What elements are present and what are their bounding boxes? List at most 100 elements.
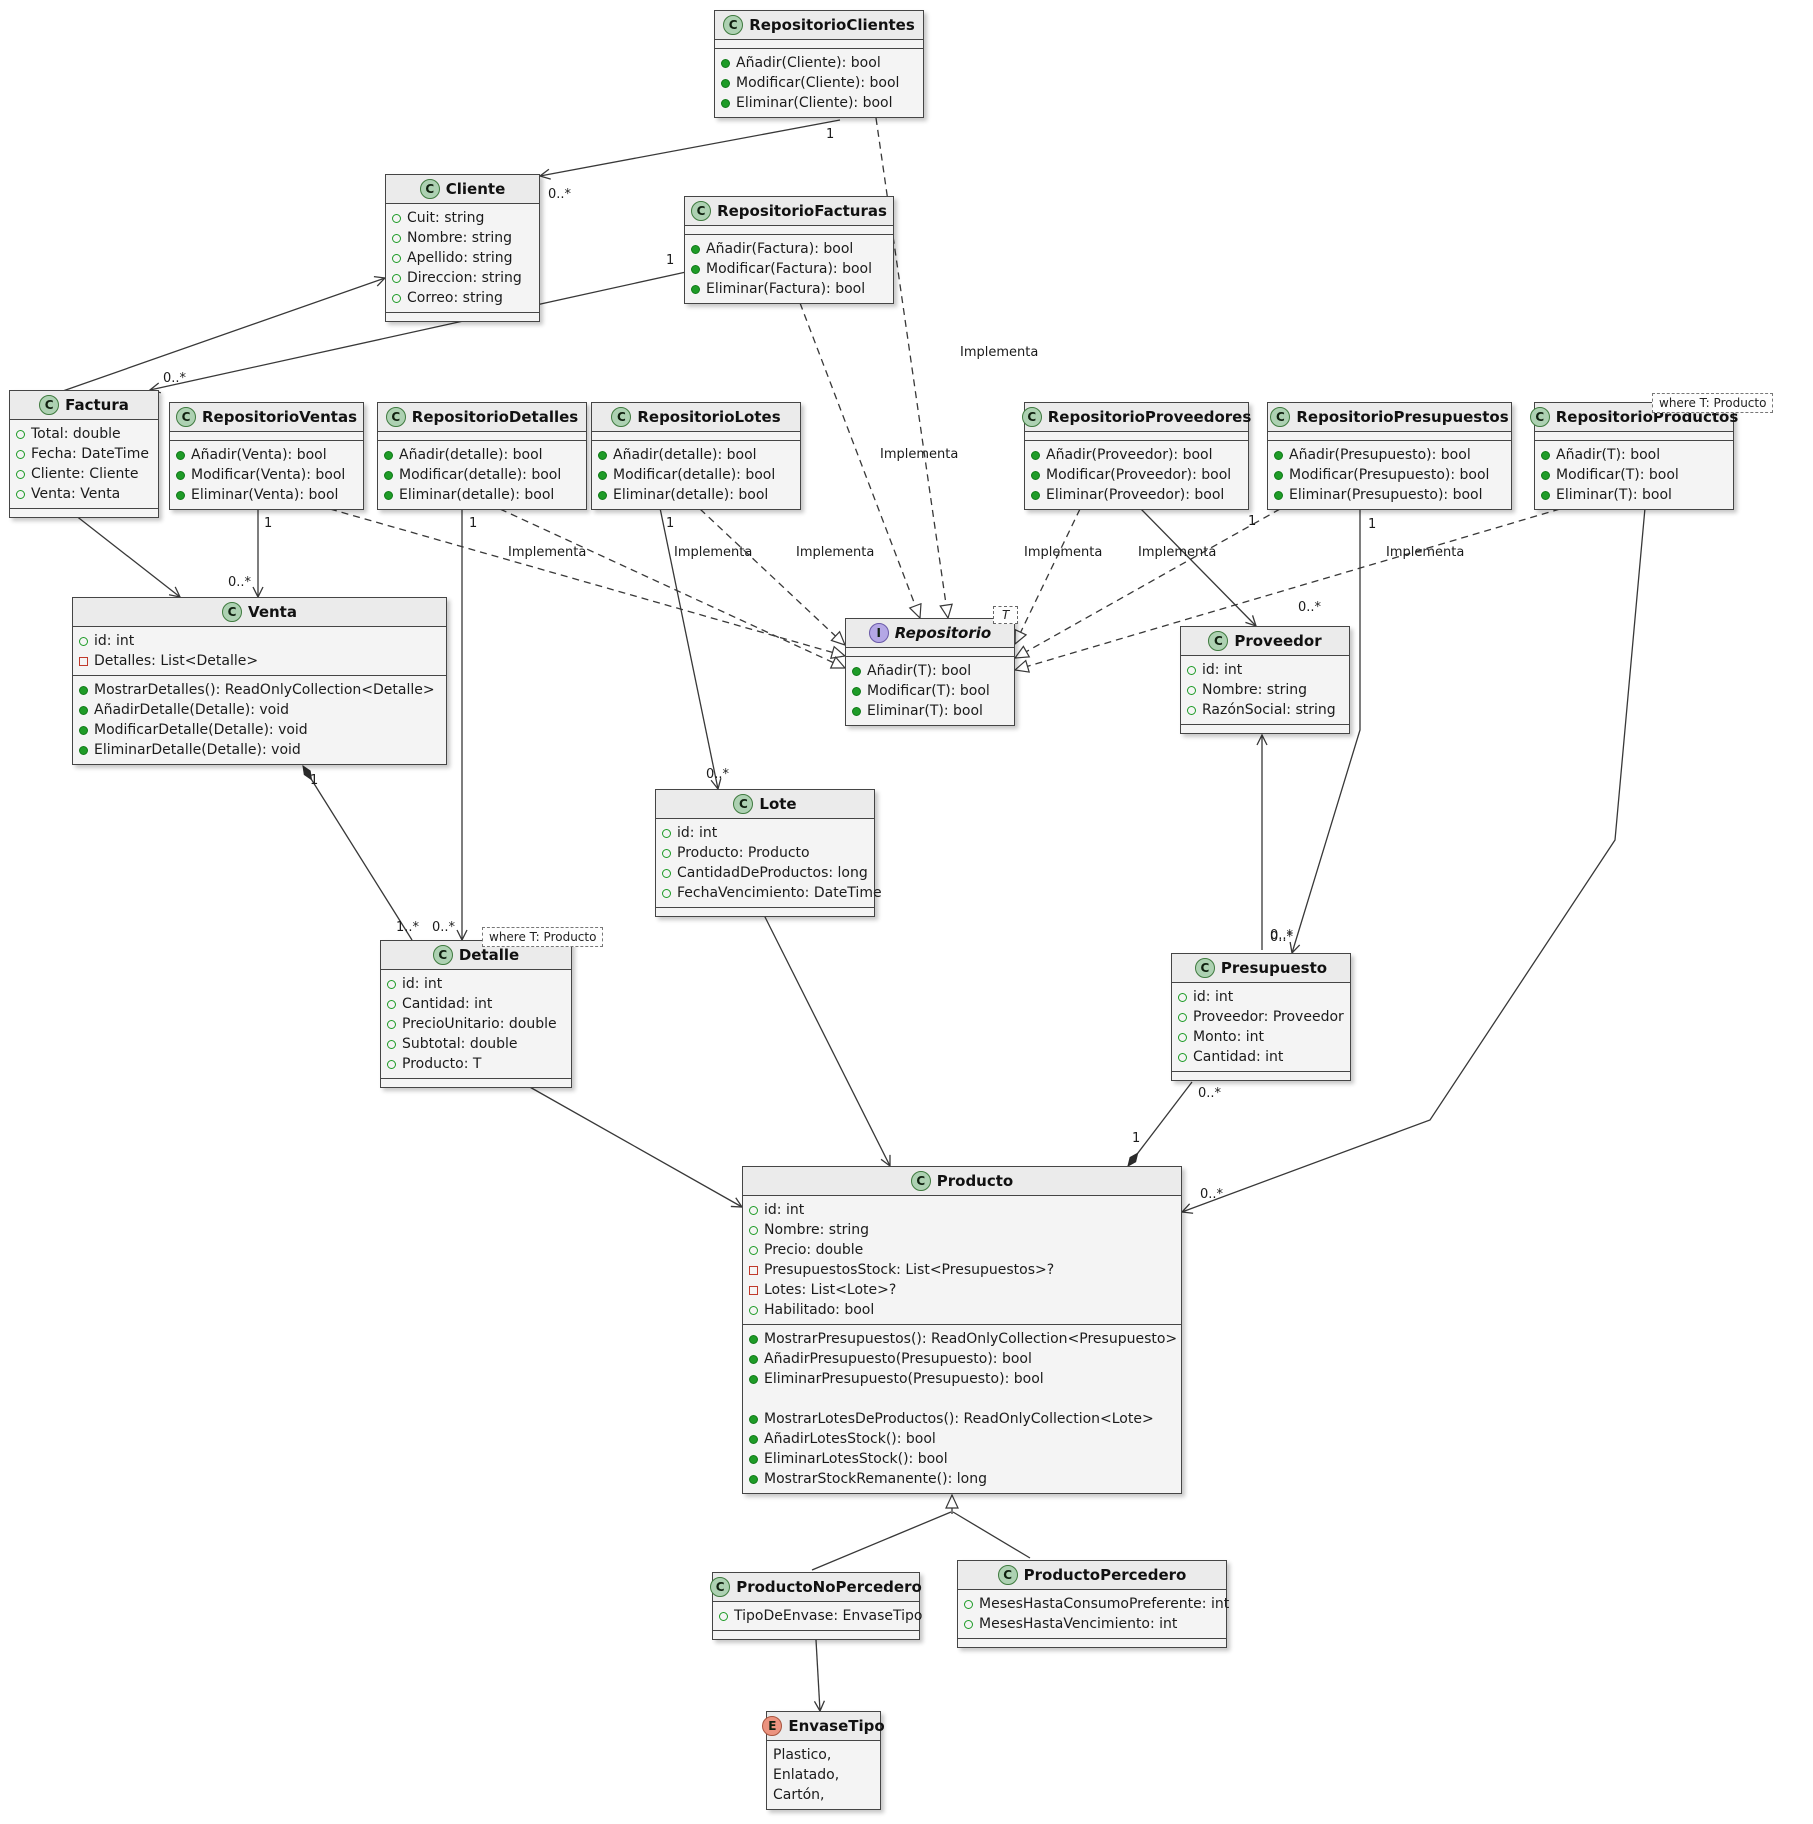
compartment	[715, 40, 923, 48]
member-text: id: int	[764, 1202, 805, 1218]
field-row: RazónSocial: string	[1181, 700, 1349, 720]
compartment	[381, 1078, 571, 1087]
compartment	[1268, 432, 1511, 440]
member-text: Eliminar(Factura): bool	[706, 281, 866, 297]
method-row: Eliminar(Presupuesto): bool	[1268, 485, 1511, 505]
member-text: Modificar(T): bool	[1556, 467, 1679, 483]
public-field-icon	[16, 489, 25, 499]
member-text: Cantidad: int	[402, 996, 493, 1012]
member-text: AñadirDetalle(Detalle): void	[94, 702, 289, 718]
edges	[59, 117, 1646, 1713]
edge-label-implementa-repositoriopresupuestos-0: Implementa	[1138, 545, 1216, 560]
public-method-icon	[176, 450, 185, 460]
field-row: Proveedor: Proveedor	[1172, 1007, 1350, 1027]
compartment	[592, 432, 800, 440]
compartment: TipoDeEnvase: EnvaseTipo	[713, 1602, 923, 1630]
member-text: TipoDeEnvase: EnvaseTipo	[734, 1608, 923, 1624]
edge-label-repositorioproveedores-proveedor-0: 1	[1248, 514, 1256, 529]
private-field-icon	[749, 1285, 758, 1295]
member-text: EliminarLotesStock(): bool	[764, 1451, 948, 1467]
public-field-icon	[662, 888, 671, 898]
method-row: Modificar(Cliente): bool	[715, 73, 923, 93]
member-text: Cuit: string	[407, 210, 485, 226]
class-name: RepositorioDetalles	[411, 408, 579, 426]
member-text: Cliente: Cliente	[31, 466, 139, 482]
field-row: Monto: int	[1172, 1027, 1350, 1047]
method-row: Modificar(Presupuesto): bool	[1268, 465, 1511, 485]
public-method-icon	[384, 450, 393, 460]
compartment	[378, 432, 586, 440]
public-method-icon	[1274, 490, 1283, 500]
edge-label-repositorioproveedores-proveedor-1: 0..*	[1298, 600, 1322, 615]
member-text: id: int	[402, 976, 443, 992]
method-row: Eliminar(Cliente): bool	[715, 93, 923, 113]
method-row: Eliminar(Proveedor): bool	[1025, 485, 1248, 505]
class-stereotype-icon: C	[1270, 407, 1291, 427]
public-method-icon	[721, 98, 730, 108]
public-method-icon	[384, 490, 393, 500]
compartment	[386, 312, 539, 321]
field-row: Cantidad: int	[1172, 1047, 1350, 1067]
method-row: Eliminar(T): bool	[1535, 485, 1733, 505]
member-text: Añadir(Proveedor): bool	[1046, 447, 1213, 463]
field-row: Cantidad: int	[381, 994, 571, 1014]
member-text: PresupuestosStock: List<Presupuestos>?	[764, 1262, 1055, 1278]
public-method-icon	[79, 685, 88, 695]
member-text: Modificar(Proveedor): bool	[1046, 467, 1232, 483]
public-field-icon	[1178, 992, 1187, 1002]
edge-label-repositoriolotes-lote-1: 0..*	[706, 767, 730, 782]
public-method-icon	[1274, 450, 1283, 460]
method-row: MostrarPresupuestos(): ReadOnlyCollectio…	[743, 1329, 1181, 1349]
member-text: Añadir(Factura): bool	[706, 241, 854, 257]
public-field-icon	[392, 253, 401, 263]
field-row: Nombre: string	[743, 1220, 1181, 1240]
member-text: Eliminar(T): bool	[867, 703, 983, 719]
public-method-icon	[176, 470, 185, 480]
private-field-icon	[749, 1265, 758, 1275]
method-row: MostrarLotesDeProductos(): ReadOnlyColle…	[743, 1409, 1181, 1429]
member-text: Apellido: string	[407, 250, 513, 266]
class-name: Repositorio	[894, 624, 992, 642]
edge-herencia-productonopercedero	[811, 1511, 952, 1571]
member-text: Nombre: string	[1202, 682, 1307, 698]
compartment: Plastico,Enlatado,Cartón,	[767, 1741, 880, 1809]
class-name: Lote	[759, 795, 797, 813]
member-text: Modificar(Presupuesto): bool	[1289, 467, 1490, 483]
member-text: id: int	[1193, 989, 1234, 1005]
member-text: Añadir(Venta): bool	[191, 447, 327, 463]
type-constraint-note: where T: Producto	[482, 927, 604, 947]
edge-implementa-repositoriofacturas	[799, 302, 922, 620]
public-field-icon	[749, 1305, 758, 1315]
edge-labels: 10..*10..*10..*11..*10..*10..*10..*0..*1…	[163, 127, 1464, 1202]
method-row: Modificar(T): bool	[846, 681, 1014, 701]
type-constraint-note: where T: Producto	[1652, 393, 1774, 413]
method-row: EliminarDetalle(Detalle): void	[73, 740, 446, 760]
public-method-icon	[852, 666, 861, 676]
compartment	[1535, 432, 1733, 440]
member-text: Nombre: string	[407, 230, 512, 246]
edge-label-repositorioclientes-cliente-0: 1	[826, 127, 834, 142]
edge-implementa-repositorioclientes	[875, 117, 953, 620]
field-row: Producto: T	[381, 1054, 571, 1074]
method-row: Modificar(Proveedor): bool	[1025, 465, 1248, 485]
compartment	[656, 907, 874, 916]
class-name: RepositorioVentas	[201, 408, 358, 426]
public-field-icon	[392, 213, 401, 223]
class-stereotype-icon: C	[419, 179, 440, 199]
member-text: Habilitado: bool	[764, 1302, 875, 1318]
edge-detalle-producto	[527, 1085, 744, 1208]
edge-producto-presupuesto	[1127, 1081, 1193, 1167]
member-text: Eliminar(Proveedor): bool	[1046, 487, 1225, 503]
class-stereotype-icon: C	[733, 794, 754, 814]
class-stereotype-icon: C	[222, 602, 243, 622]
